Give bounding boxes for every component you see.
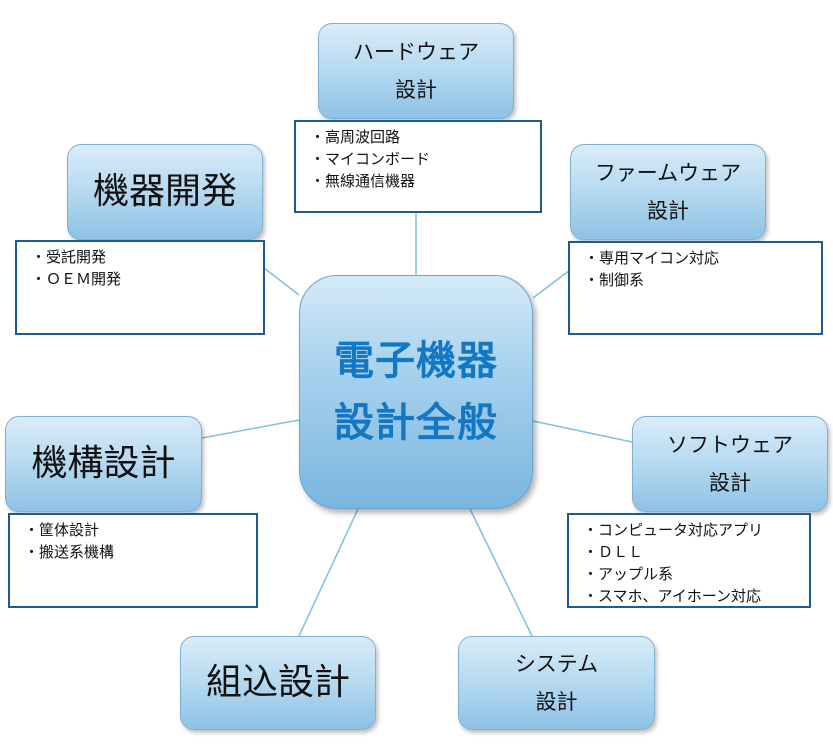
- node-mechanism-line1: 機構設計: [31, 443, 176, 485]
- node-equipment-line1: 機器開発: [92, 171, 237, 213]
- detail-item: ・アップル系: [583, 565, 674, 583]
- node-software-line1: ソフトウェア: [667, 432, 793, 457]
- detail-item: ・ＯＥＭ開発: [31, 270, 122, 288]
- detail-item: ・専用マイコン対応: [584, 249, 720, 267]
- node-mechanism: 機構設計: [5, 416, 202, 512]
- connector-system: [469, 508, 533, 637]
- detail-item: ・受託開発: [31, 248, 107, 266]
- node-software-line2: 設計: [709, 471, 751, 495]
- details-firmware: ・専用マイコン対応 ・制御系: [568, 241, 823, 335]
- node-system: システム 設計: [458, 636, 655, 730]
- node-embedded-line1: 組込設計: [205, 662, 350, 704]
- detail-item: ・制御系: [584, 271, 645, 289]
- node-embedded: 組込設計: [180, 636, 376, 730]
- center-node: 電子機器 設計全般: [299, 275, 533, 509]
- node-equipment: 機器開発: [67, 144, 263, 240]
- connector-embedded: [298, 508, 359, 637]
- detail-item: ・筐体設計: [24, 521, 100, 539]
- detail-item: ・ＤＬＬ: [583, 543, 644, 561]
- connector-software: [532, 420, 633, 443]
- node-hardware-line2: 設計: [395, 78, 437, 102]
- node-firmware-line2: 設計: [647, 199, 689, 223]
- node-hardware-line1: ハードウェア: [353, 39, 479, 64]
- node-software: ソフトウェア 設計: [632, 416, 828, 512]
- connector-mechanism: [201, 419, 300, 439]
- detail-item: ・搬送系機構: [24, 543, 115, 561]
- node-system-line2: 設計: [535, 690, 578, 714]
- node-system-line1: システム: [514, 651, 599, 676]
- details-equipment: ・受託開発 ・ＯＥＭ開発: [15, 240, 265, 335]
- detail-item: ・マイコンボード: [310, 150, 431, 168]
- detail-item: ・スマホ、アイホーン対応: [583, 587, 762, 605]
- center-title-line2: 設計全般: [334, 400, 498, 446]
- detail-item: ・コンピュータ対応アプリ: [583, 521, 764, 539]
- details-mechanism: ・筐体設計 ・搬送系機構: [8, 513, 258, 608]
- detail-item: ・無線通信機器: [310, 172, 416, 190]
- node-firmware-line1: ファームウェア: [594, 160, 742, 185]
- connector-equipment: [263, 267, 300, 296]
- connector-firmware: [532, 269, 571, 299]
- details-hardware: ・高周波回路 ・マイコンボード ・無線通信機器: [294, 120, 542, 213]
- node-hardware: ハードウェア 設計: [318, 23, 514, 119]
- node-firmware: ファームウェア 設計: [570, 144, 766, 240]
- detail-item: ・高周波回路: [310, 128, 401, 146]
- details-software: ・コンピュータ対応アプリ ・ＤＬＬ ・アップル系 ・スマホ、アイホーン対応: [567, 513, 811, 608]
- center-title-line1: 電子機器: [334, 338, 498, 384]
